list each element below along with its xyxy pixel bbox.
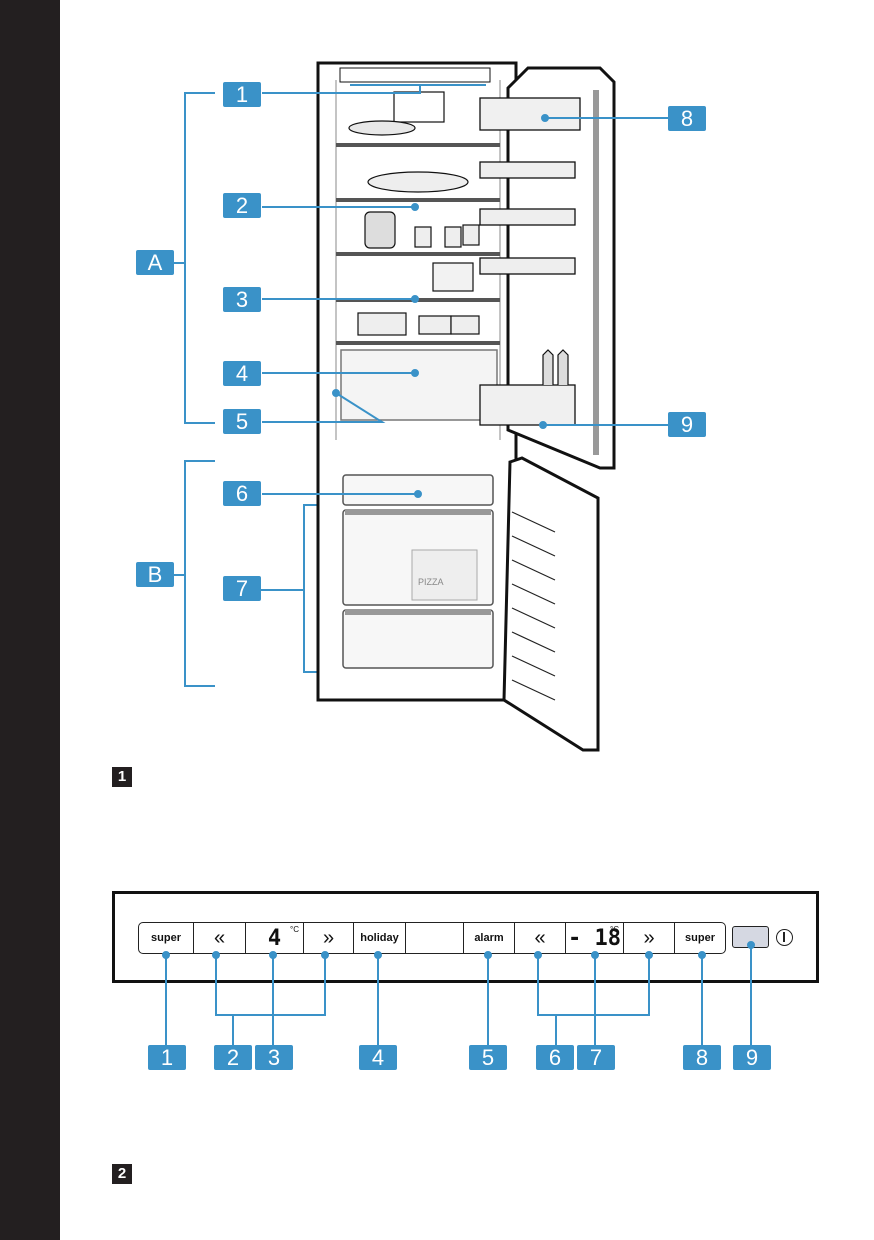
leader-lines	[262, 84, 668, 498]
panel-callout-2: 2	[214, 1045, 252, 1070]
holiday-button[interactable]: holiday	[354, 922, 406, 954]
panel-callout-6: 6	[536, 1045, 574, 1070]
alarm-button[interactable]: alarm	[464, 922, 515, 954]
panel-callout-4: 4	[359, 1045, 397, 1070]
panel-callout-3: 3	[255, 1045, 293, 1070]
bracket-b	[184, 460, 215, 687]
callout-9: 9	[668, 412, 706, 437]
fridge-temp-display: 4 °C	[246, 922, 304, 954]
fridge-illustration: PIZZA	[172, 61, 668, 752]
pizza-text: PIZZA	[418, 577, 444, 587]
panel-callout-9: 9	[733, 1045, 771, 1070]
panel-callout-5: 5	[469, 1045, 507, 1070]
freezer-temp-display: - 18 °C	[566, 922, 624, 954]
callout-1: 1	[223, 82, 261, 107]
blank-button	[406, 922, 464, 954]
freezer-temp-unit: °C	[610, 925, 619, 934]
panel-callout-1: 1	[148, 1045, 186, 1070]
door-vents	[511, 511, 556, 701]
fridge-temp-unit: °C	[290, 925, 299, 934]
callout-5: 5	[223, 409, 261, 434]
super-fridge-button[interactable]: super	[138, 922, 194, 954]
bracket-a	[184, 92, 215, 424]
freezer-temp-value: - 18	[568, 925, 621, 951]
figure-label-1: 1	[112, 767, 132, 787]
callout-3: 3	[223, 287, 261, 312]
panel-callout-7: 7	[577, 1045, 615, 1070]
freezer-temp-up-button[interactable]: »	[624, 922, 675, 954]
panel-callout-8: 8	[683, 1045, 721, 1070]
fridge-temp-up-button[interactable]: »	[304, 922, 354, 954]
mini-control-panel	[339, 67, 491, 83]
callout-4: 4	[223, 361, 261, 386]
page-side-bar	[0, 0, 60, 1240]
callout-6: 6	[223, 481, 261, 506]
freezer-drawer-lower	[342, 609, 494, 669]
control-panel-frame	[112, 891, 819, 983]
control-panel-buttons: super « 4 °C » holiday alarm « - 18 °C »…	[138, 922, 726, 954]
figure-label-2: 2	[112, 1164, 132, 1184]
power-icon	[776, 929, 793, 946]
freezer-door	[502, 456, 600, 752]
zone-label-b: B	[136, 562, 174, 587]
fridge-temp-value: 4	[267, 925, 282, 951]
freezer-temp-down-button[interactable]: «	[515, 922, 566, 954]
on-off-button[interactable]	[732, 926, 769, 948]
zone-label-a: A	[136, 250, 174, 275]
vegetable-drawer	[340, 349, 498, 421]
callout-2: 2	[223, 193, 261, 218]
fridge-temp-down-button[interactable]: «	[194, 922, 246, 954]
callout-7: 7	[223, 576, 261, 601]
callout-8: 8	[668, 106, 706, 131]
super-freezer-button[interactable]: super	[675, 922, 726, 954]
